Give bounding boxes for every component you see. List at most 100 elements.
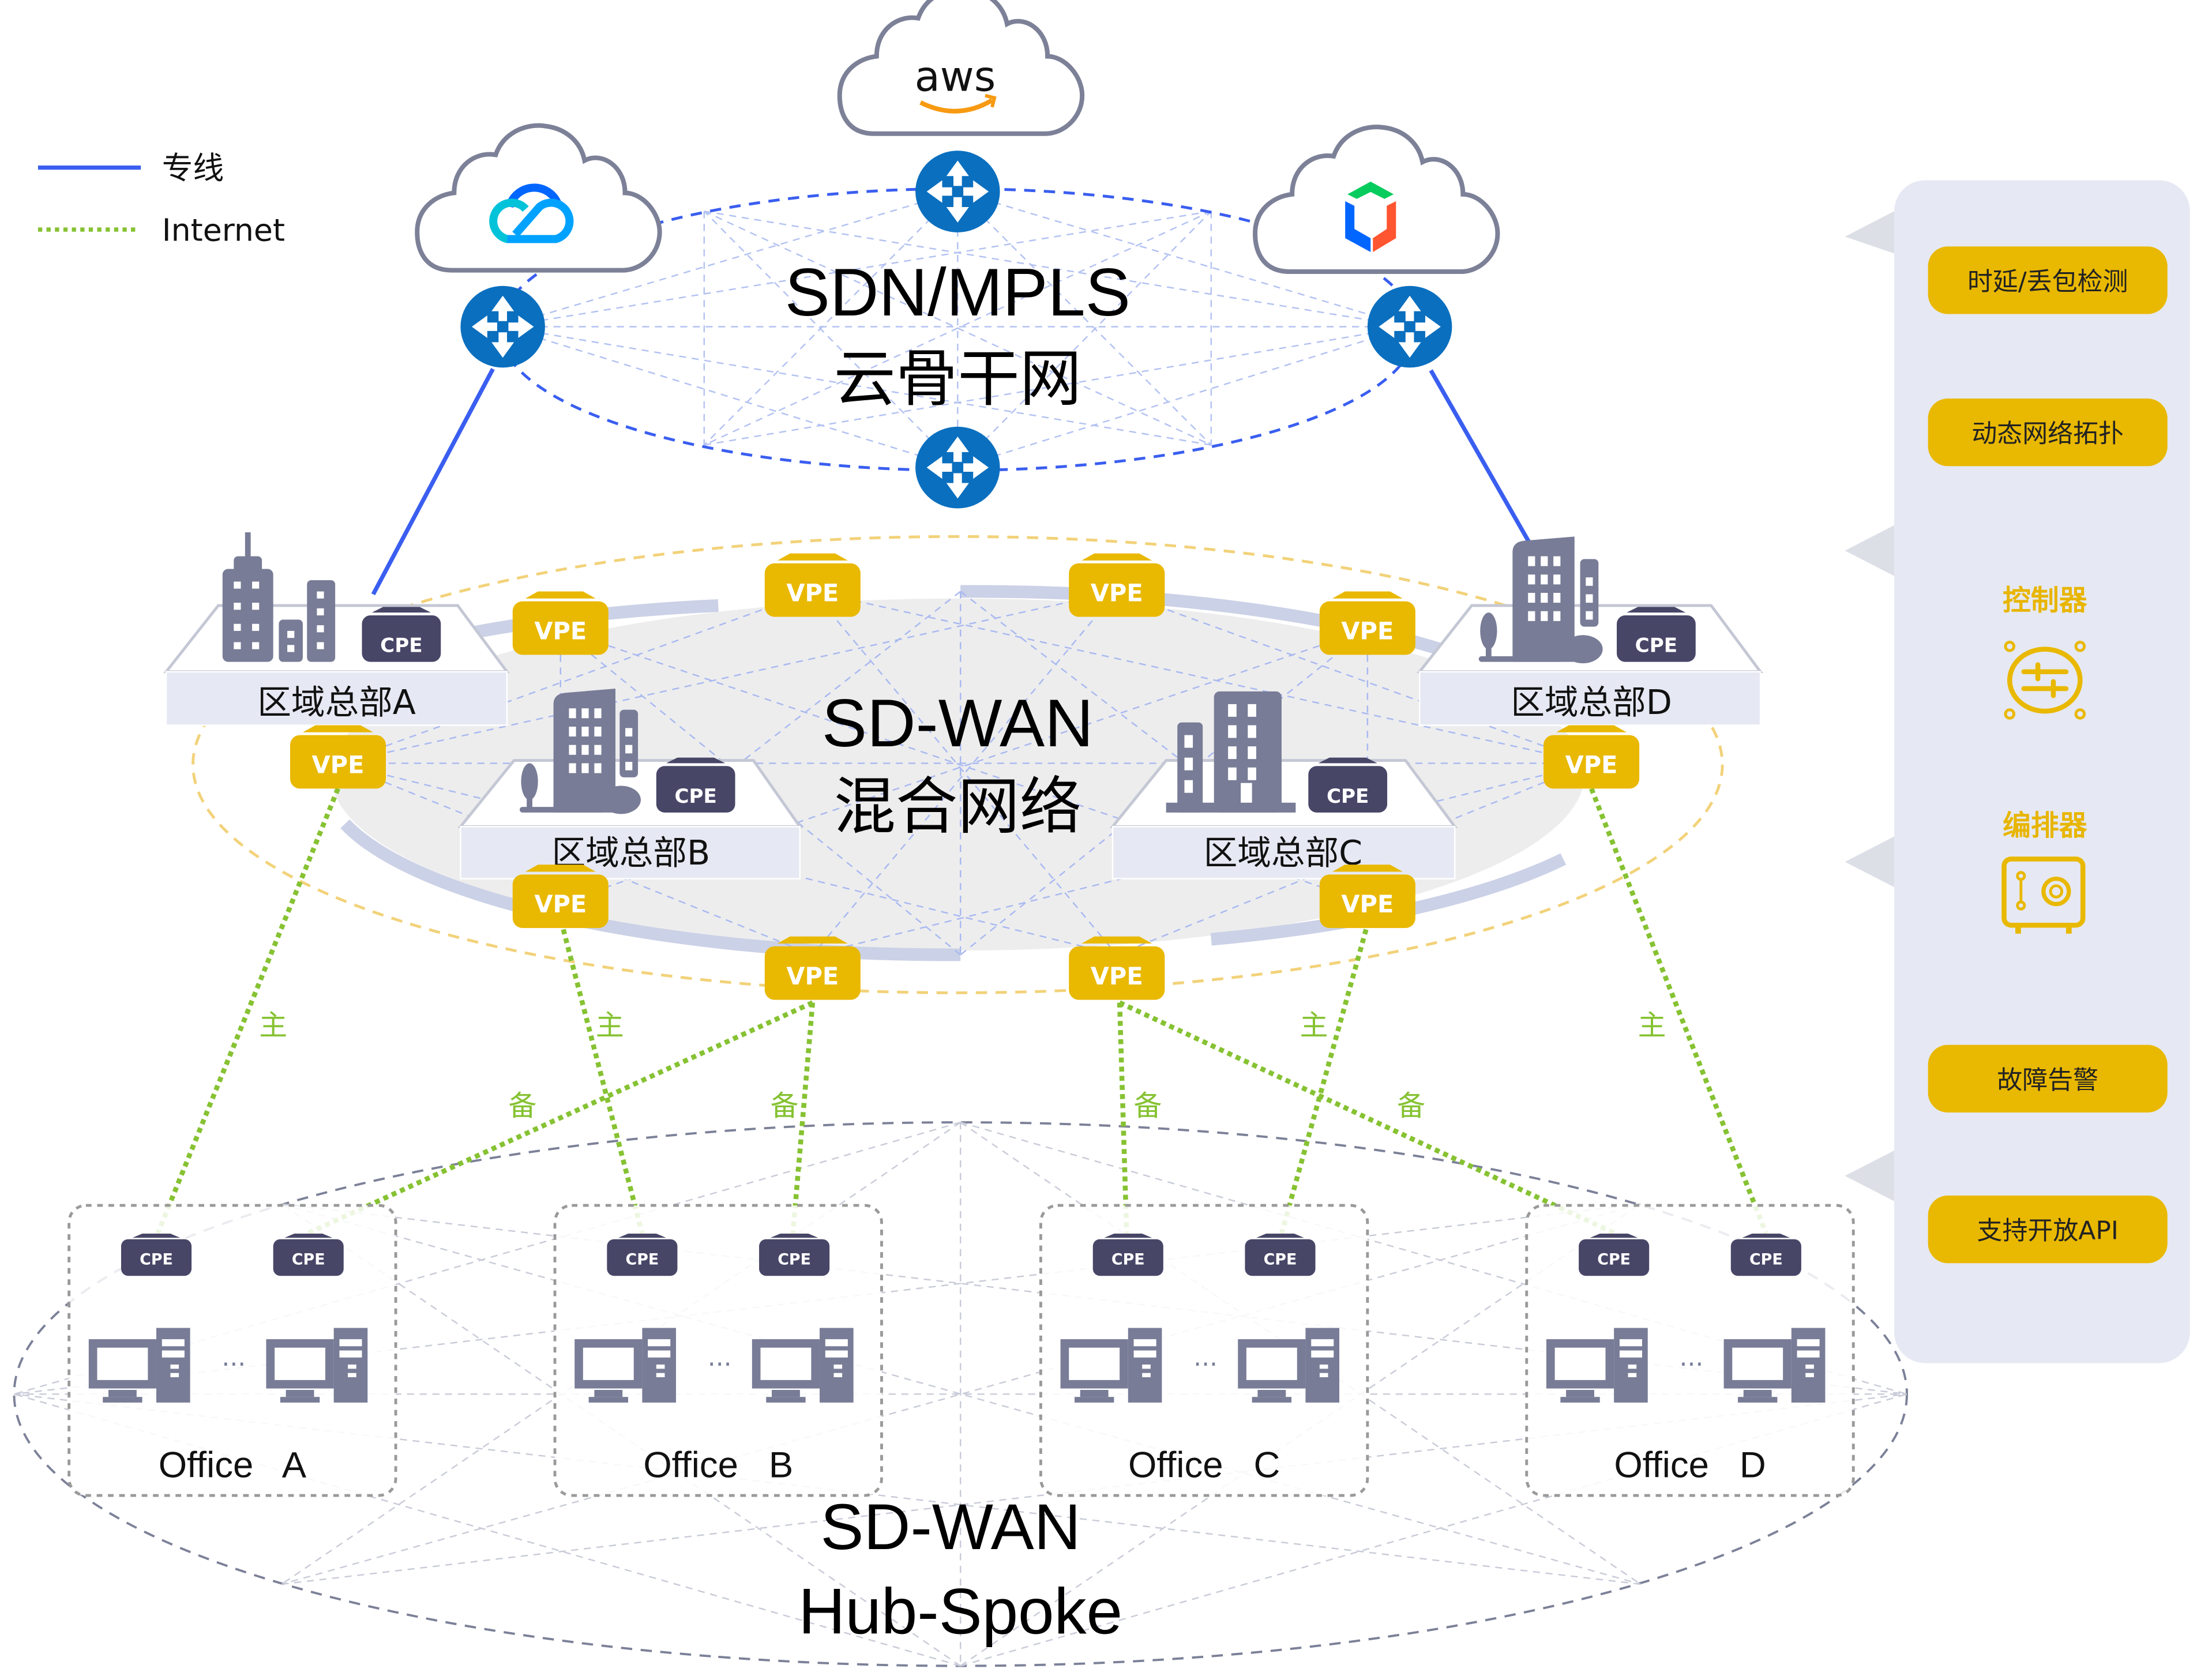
office-c-label: Office C [1128,1445,1280,1485]
cpe-label: CPE [674,785,716,808]
primary-label-b: 主 [596,1009,624,1042]
cpe-label: CPE [1749,1251,1783,1269]
headquarters-c[interactable]: CPE 区域总部C [1109,691,1458,880]
legend-leased-line-label: 专线 [162,150,224,186]
controller-label: 控制器 [2003,584,2088,617]
tencent-cloud-logo [489,183,574,243]
ellipsis-icon: ··· [1679,1350,1703,1380]
backup-label-b: 备 [771,1089,799,1122]
vpe-node[interactable]: VPE [1543,725,1640,789]
headquarters-b[interactable]: CPE 区域总部B [457,689,803,880]
vpe-node[interactable]: VPE [512,591,609,655]
office-b-label: Office B [643,1445,793,1485]
internet-link-primary-d [1589,787,1768,1235]
cpe-label: CPE [140,1251,173,1269]
orchestrator-label: 编排器 [2003,809,2088,842]
building-icon [519,689,641,814]
router-icon-top[interactable] [915,151,1000,232]
hybrid-title-line2: 混合网络 [833,772,1081,841]
orchestrator-icon[interactable] [2001,856,2086,934]
fault-alarm-label: 故障告警 [1997,1065,2098,1095]
backbone-network [498,187,1417,472]
router-icon-left[interactable] [460,285,545,368]
headquarters-d[interactable]: CPE 区域总部D [1417,536,1763,726]
latency-loss-detection-label: 时延/丢包检测 [1967,267,2128,296]
vpe-node[interactable]: VPE [1319,591,1415,655]
vpe-node[interactable]: VPE [512,865,609,929]
vpe-node[interactable]: VPE [764,553,861,617]
arrow-left-icon [1845,525,1895,576]
primary-label-a: 主 [259,1009,287,1042]
backup-label-a: 备 [508,1089,536,1122]
backup-label-d: 备 [1397,1089,1425,1122]
internet-link-primary-a [155,787,340,1235]
vpe-nodes: VPE VPE VPE VPE VPE VPE VPE VPE VPE VPE [290,553,1640,1000]
vpe-node[interactable]: VPE [290,725,386,789]
arrow-left-icon [1845,836,1895,888]
vpe-label: VPE [534,890,587,918]
vpe-node[interactable]: VPE [764,936,861,1000]
vpe-label: VPE [312,751,365,779]
ellipsis-icon: ··· [708,1350,732,1380]
cloud-third [1255,127,1497,272]
hybrid-outer-boundary [191,535,1724,994]
vpe-label: VPE [1091,962,1143,990]
hub-spoke-title-line2: Hub-Spoke [798,1574,1122,1647]
cpe-label: CPE [1111,1251,1145,1269]
office-c[interactable]: CPE CPE ··· Office C [1039,1204,1369,1497]
latency-loss-detection-button[interactable]: 时延/丢包检测 [1928,246,2168,314]
vpe-node[interactable]: VPE [1069,936,1165,1000]
aws-smile-icon [919,98,994,114]
panel-background [1894,180,2190,1363]
office-a-label: Office A [159,1445,307,1485]
dynamic-topology-label: 动态网络拓扑 [1971,419,2124,449]
open-api-label: 支持开放API [1977,1216,2119,1246]
vpe-node[interactable]: VPE [1319,865,1415,929]
office-d[interactable]: CPE CPE ··· Office D [1525,1204,1855,1497]
backbone-title-line2: 云骨干网 [833,344,1081,413]
panel-arrows [1845,211,1905,1201]
vpe-node[interactable]: VPE [1069,553,1165,617]
office-a[interactable]: CPE CPE ··· Office A [67,1204,397,1497]
vpe-label: VPE [534,617,587,645]
ellipsis-icon: ··· [1193,1350,1218,1380]
hq-c-label: 区域总部C [1204,833,1362,873]
building-icon [1166,691,1296,813]
internet-link-backup-a [306,1000,814,1236]
internet-links [155,787,1768,1236]
router-icon-right[interactable] [1367,285,1452,368]
legend: 专线 Internet [37,150,285,249]
headquarters-a[interactable]: CPE 区域总部A [163,532,510,726]
fault-alarm-button[interactable]: 故障告警 [1928,1044,2168,1113]
building-icon [222,532,336,662]
router-icon-bottom[interactable] [915,426,1000,509]
backbone-title-line1: SDN/MPLS [785,254,1131,330]
vpe-label: VPE [786,962,839,990]
internet-link-primary-c [1279,929,1369,1235]
cpe-label: CPE [1635,634,1677,657]
hub-spoke-title-line1: SD-WAN [821,1490,1081,1563]
primary-label-c: 主 [1300,1009,1328,1042]
ellipsis-icon: ··· [221,1350,246,1380]
management-panel: 时延/丢包检测 动态网络拓扑 控制器 编排器 [1845,180,2190,1363]
dynamic-topology-button[interactable]: 动态网络拓扑 [1928,399,2168,467]
internet-link-backup-b [790,1002,816,1234]
cpe-label: CPE [626,1251,659,1269]
backbone-mesh [502,190,1410,468]
hq-a-label: 区域总部A [257,683,415,722]
aws-logo-text: aws [915,52,996,101]
backup-label-c: 备 [1134,1089,1162,1122]
vpe-label: VPE [786,579,839,607]
hq-d-label: 区域总部D [1511,683,1672,722]
aws-arrow-icon [985,93,997,108]
primary-label-d: 主 [1638,1009,1666,1042]
controller-icon[interactable] [2004,641,2086,720]
hybrid-title-line1: SD-WAN [822,685,1094,761]
arrow-left-icon [1845,1150,1895,1201]
office-b[interactable]: CPE CPE ··· Office B [553,1204,883,1497]
internet-link-primary-b [561,929,645,1235]
cloud-tencent [417,126,659,270]
open-api-button[interactable]: 支持开放API [1928,1196,2168,1264]
internet-link-backup-d [1118,1000,1617,1236]
